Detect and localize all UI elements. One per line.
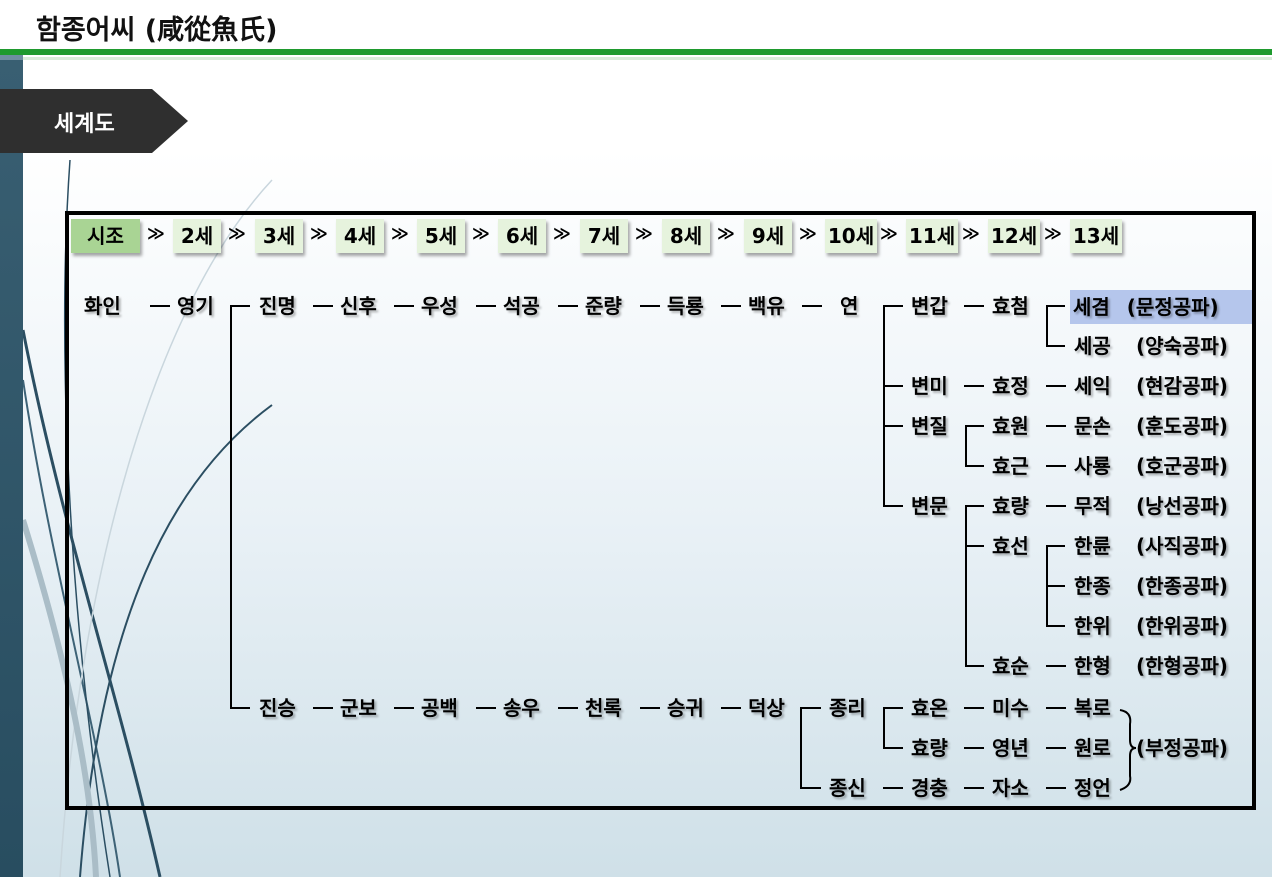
- node-cheonrok: 천록: [585, 696, 622, 720]
- node-gongbaek: 공백: [421, 696, 458, 720]
- node-gunbo: 군보: [340, 696, 377, 720]
- section-label: 세계도: [54, 112, 115, 137]
- gen-13: 13세: [1070, 219, 1122, 253]
- branch-sa-jik: (사직공파): [1136, 534, 1228, 558]
- node-byeonmi: 변미: [911, 374, 948, 398]
- branch-bu-jeong: (부정공파): [1136, 736, 1228, 760]
- node-jinseung: 진승: [259, 696, 296, 720]
- node-jinmyeong: 진명: [259, 294, 296, 318]
- node-segyeom: 세겸: [1073, 295, 1110, 319]
- gen-12: 12세: [988, 219, 1040, 253]
- gen-separator: ≫: [391, 224, 409, 244]
- node-gyeongchung: 경충: [911, 776, 948, 800]
- node-hyoryang: 효량: [992, 494, 1029, 518]
- node-seokgong: 석공: [503, 294, 540, 318]
- gen-5: 5세: [417, 219, 465, 253]
- node-hanwi: 한위: [1074, 614, 1111, 638]
- node-hanjong: 한종: [1074, 574, 1111, 598]
- gen-separator: ≫: [228, 224, 246, 244]
- node-hyoryang2: 효량: [911, 736, 948, 760]
- gen-separator: ≫: [553, 224, 571, 244]
- branch-nang-seon: (낭선공파): [1136, 494, 1228, 518]
- branch-hyeon-gam: (현감공파): [1136, 374, 1228, 398]
- title-rule-light: [0, 57, 1272, 60]
- gen-separator: ≫: [880, 224, 898, 244]
- node-sanyong: 사룡: [1074, 454, 1111, 478]
- node-junryang: 준량: [585, 294, 622, 318]
- gen-2: 2세: [173, 219, 221, 253]
- node-useong: 우성: [421, 294, 458, 318]
- gen-separator: ≫: [635, 224, 653, 244]
- node-deoksang: 덕상: [748, 696, 785, 720]
- node-bokro: 복로: [1074, 696, 1111, 720]
- branch-han-jong: (한종공파): [1136, 574, 1228, 598]
- gen-separator: ≫: [1044, 224, 1062, 244]
- gen-7: 7세: [580, 219, 628, 253]
- node-deungnyong: 득룡: [667, 294, 704, 318]
- node-misu: 미수: [992, 696, 1029, 720]
- node-hyogeun: 효근: [992, 454, 1029, 478]
- page-title: 함종어씨 (咸從魚氏): [36, 15, 278, 46]
- node-mujeok: 무적: [1074, 494, 1111, 518]
- left-band-top: [0, 55, 23, 60]
- node-hyosun: 효순: [992, 654, 1029, 678]
- node-jongsin: 종신: [829, 776, 866, 800]
- title-rule: [0, 49, 1272, 55]
- genealogy-frame: [65, 211, 1256, 810]
- gen-separator: ≫: [310, 224, 328, 244]
- node-hyojeong: 효정: [992, 374, 1029, 398]
- node-hyowon: 효원: [992, 414, 1029, 438]
- branch-yang-suk: (양숙공파): [1136, 334, 1228, 358]
- gen-4: 4세: [336, 219, 384, 253]
- node-wonro: 원로: [1074, 736, 1111, 760]
- node-songu: 송우: [503, 696, 540, 720]
- section-tag: [0, 89, 188, 153]
- gen-founder: 시조: [71, 219, 140, 253]
- node-jongri: 종리: [829, 696, 866, 720]
- node-baegyu: 백유: [748, 294, 785, 318]
- node-byeonmun: 변문: [911, 494, 948, 518]
- node-seik: 세익: [1074, 374, 1111, 398]
- gen-11: 11세: [906, 219, 958, 253]
- node-hyoon: 효온: [911, 696, 948, 720]
- node-hwain: 화인: [84, 294, 121, 318]
- node-hyoseon: 효선: [992, 534, 1029, 558]
- node-segyeom-highlight: 세겸 (문정공파): [1070, 290, 1252, 324]
- gen-9: 9세: [744, 219, 792, 253]
- node-segong: 세공: [1074, 334, 1111, 358]
- gen-3: 3세: [255, 219, 303, 253]
- branch-ho-gun: (호군공파): [1136, 454, 1228, 478]
- gen-10: 10세: [825, 219, 877, 253]
- node-jaso: 자소: [992, 776, 1029, 800]
- node-yeon: 연: [840, 294, 859, 318]
- node-yeonggi: 영기: [177, 294, 214, 318]
- node-hanryun: 한륜: [1074, 534, 1111, 558]
- gen-6: 6세: [498, 219, 546, 253]
- branch-han-hyeong: (한형공파): [1136, 654, 1228, 678]
- title-bar: [0, 0, 1272, 50]
- node-byeongap: 변갑: [911, 294, 948, 318]
- gen-separator: ≫: [962, 224, 980, 244]
- node-munson: 문손: [1074, 414, 1111, 438]
- gen-separator: ≫: [472, 224, 490, 244]
- gen-8: 8세: [662, 219, 710, 253]
- node-seunggwi: 승귀: [667, 696, 704, 720]
- gen-separator: ≫: [799, 224, 817, 244]
- node-jeongeon: 정언: [1074, 776, 1111, 800]
- branch-han-wi: (한위공파): [1136, 614, 1228, 638]
- left-band: [0, 60, 23, 877]
- node-byeonjil: 변질: [911, 414, 948, 438]
- branch-mun-jeong: (문정공파): [1126, 295, 1219, 319]
- gen-separator: ≫: [147, 224, 165, 244]
- gen-separator: ≫: [717, 224, 735, 244]
- node-hyocheom: 효첨: [992, 294, 1029, 318]
- node-sinhu: 신후: [340, 294, 377, 318]
- node-yeongnyeon: 영년: [992, 736, 1029, 760]
- branch-hun-do: (훈도공파): [1136, 414, 1228, 438]
- node-hanhyeong: 한형: [1074, 654, 1111, 678]
